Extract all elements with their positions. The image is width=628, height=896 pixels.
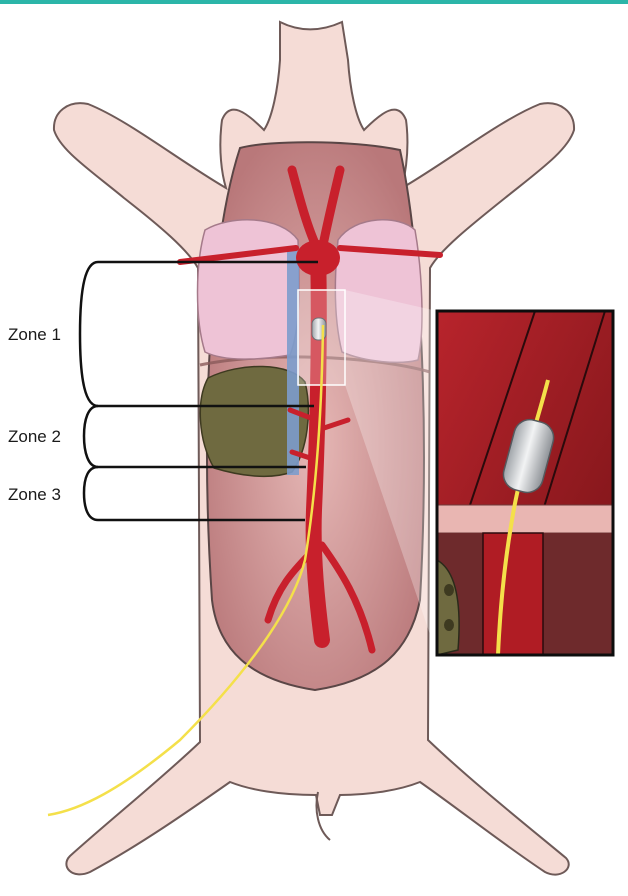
vena-cava bbox=[287, 250, 299, 475]
inset-diaphragm bbox=[437, 505, 613, 533]
left-lung bbox=[198, 220, 300, 359]
aortic-arch bbox=[296, 240, 340, 276]
zone-1-label: Zone 1 bbox=[8, 325, 61, 344]
magnified-inset bbox=[437, 311, 613, 655]
inset-liver-spot bbox=[444, 584, 454, 596]
top-accent-bar bbox=[0, 0, 628, 4]
zone-3-label: Zone 3 bbox=[8, 485, 61, 504]
inset-lower-aorta bbox=[483, 533, 543, 655]
inset-liver-spot-2 bbox=[444, 619, 454, 631]
zone-2-label: Zone 2 bbox=[8, 427, 61, 446]
